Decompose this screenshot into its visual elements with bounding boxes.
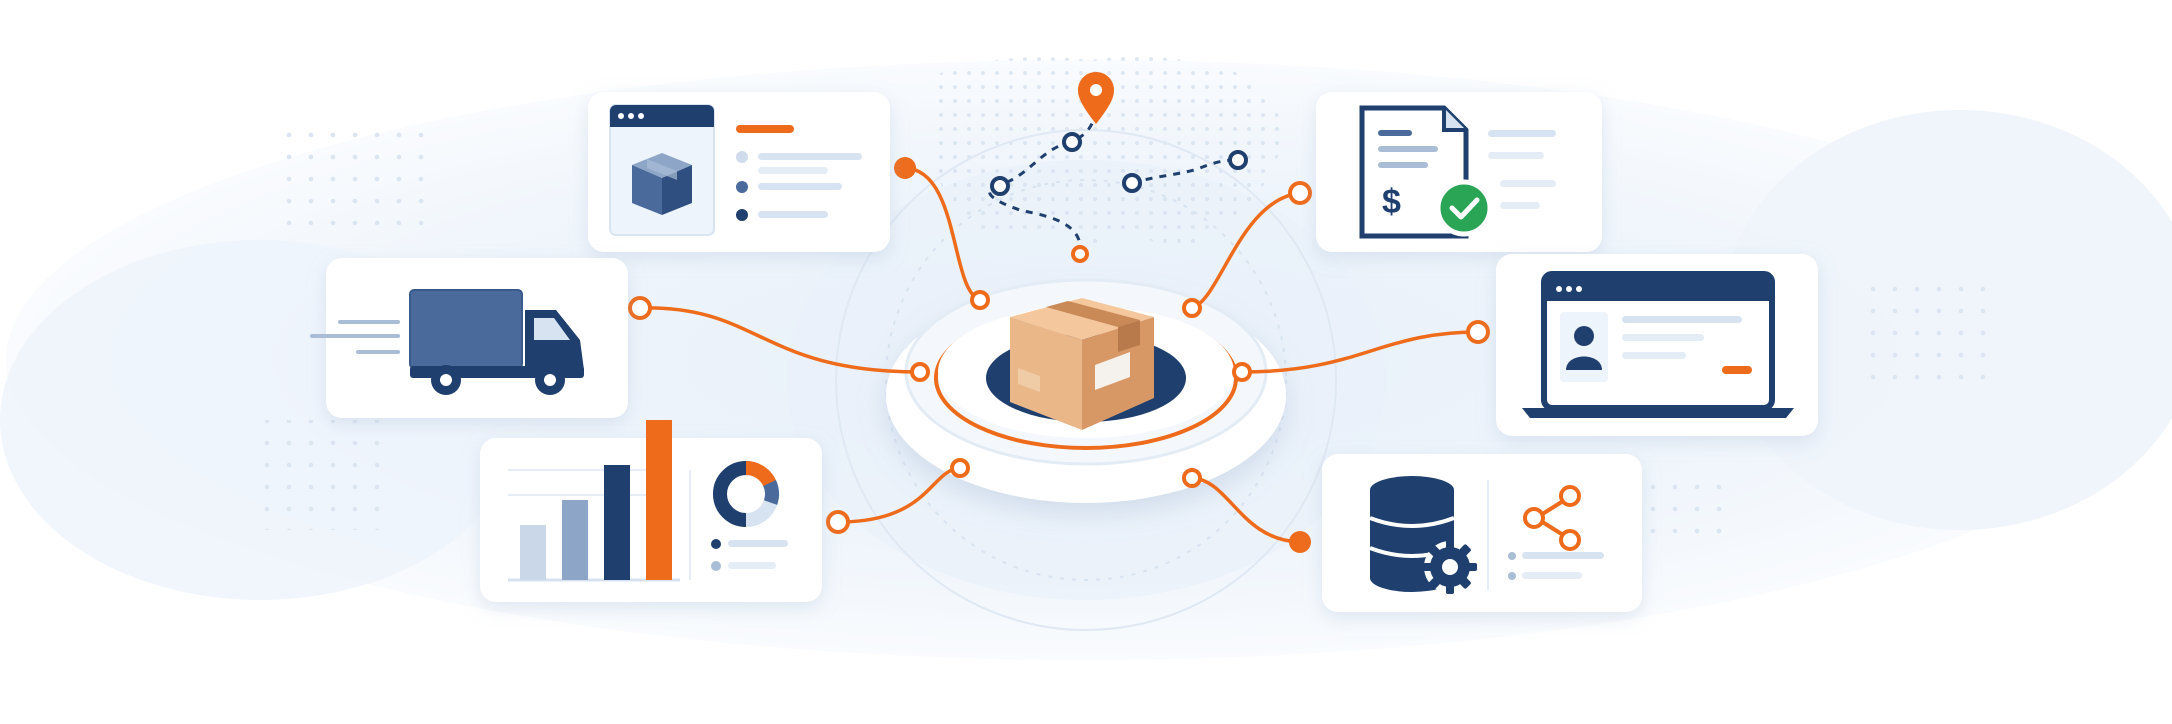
bar-2 bbox=[562, 500, 588, 580]
delivery-truck-icon bbox=[409, 289, 584, 395]
card-data bbox=[1322, 454, 1642, 612]
card-invoice: $ bbox=[1316, 92, 1602, 252]
world-map-dots bbox=[934, 56, 1282, 248]
invoice-check-icon: $ bbox=[1359, 105, 1493, 239]
connector-nodes bbox=[628, 157, 1490, 553]
bar-4 bbox=[646, 420, 672, 580]
connector-lines bbox=[639, 166, 1479, 544]
box-window-icon bbox=[632, 153, 692, 215]
svg-text:$: $ bbox=[1382, 183, 1401, 221]
speed-lines bbox=[310, 320, 400, 354]
bar-1 bbox=[520, 525, 546, 580]
location-pin-icon bbox=[1078, 72, 1114, 124]
dot-grid-right bbox=[1860, 280, 1990, 390]
bar-3 bbox=[604, 465, 630, 580]
dot-grid-left-bottom bbox=[250, 420, 390, 530]
card-analytics bbox=[480, 420, 822, 602]
card-portal bbox=[1496, 254, 1818, 436]
delivery-route bbox=[988, 109, 1248, 263]
database-gear-icon bbox=[1369, 476, 1477, 594]
laptop-user-icon bbox=[1522, 271, 1794, 418]
card-inventory bbox=[588, 92, 890, 252]
dot-grid-right-bottom bbox=[1640, 480, 1730, 550]
share-icon bbox=[1523, 485, 1581, 551]
package-box-icon bbox=[1010, 298, 1154, 430]
donut-chart-icon bbox=[713, 461, 779, 527]
dot-grid-left-top bbox=[282, 130, 432, 230]
bar-chart-icon bbox=[520, 420, 672, 580]
card-transport bbox=[310, 258, 628, 418]
